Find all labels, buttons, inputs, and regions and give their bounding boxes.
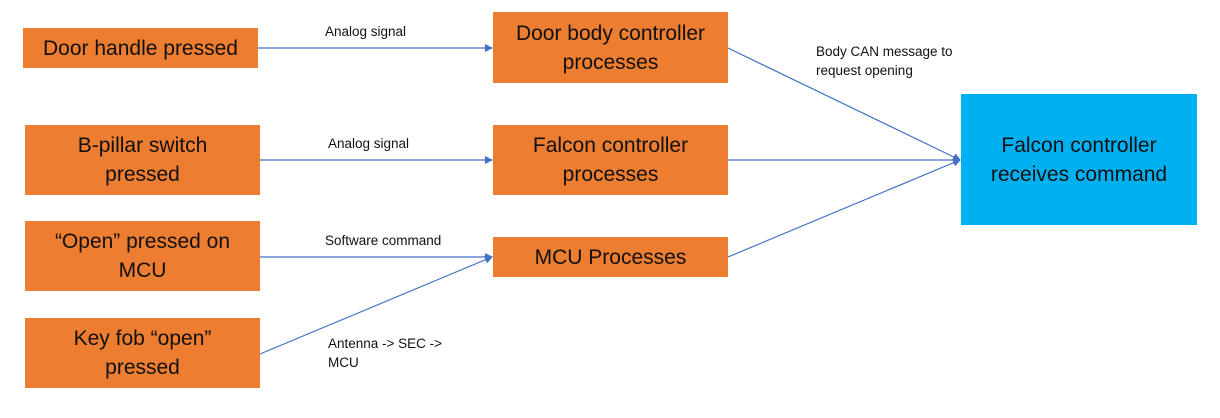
edge-key-fob-to-mcu-processes <box>259 256 493 355</box>
node-key-fob-open-pressed: Key fob “open” pressed <box>25 318 260 388</box>
edge-label-software-command: Software command <box>325 233 442 248</box>
edge-label-analog-signal-2: Analog signal <box>328 136 410 151</box>
node-mcu-processes: MCU Processes <box>493 237 728 277</box>
edge-door-body-to-falcon-receives <box>727 47 961 161</box>
node-b-pillar-switch-pressed: B-pillar switch pressed <box>25 125 260 195</box>
node-open-pressed-on-mcu: “Open” pressed on MCU <box>25 221 260 291</box>
edge-label-body-can-message: Body CAN message to request opening <box>816 44 953 78</box>
edge-mcu-processes-to-falcon-receives <box>727 159 961 258</box>
node-falcon-controller-processes: Falcon controller processes <box>493 125 728 195</box>
edge-label-antenna-sec-mcu: Antenna -> SEC -> MCU <box>328 336 443 370</box>
edge-label-analog-signal-1: Analog signal <box>325 24 407 39</box>
node-door-handle-pressed: Door handle pressed <box>23 28 258 68</box>
node-door-body-controller-processes: Door body controller processes <box>493 12 728 83</box>
node-falcon-controller-receives-command: Falcon controller receives command <box>961 94 1197 225</box>
